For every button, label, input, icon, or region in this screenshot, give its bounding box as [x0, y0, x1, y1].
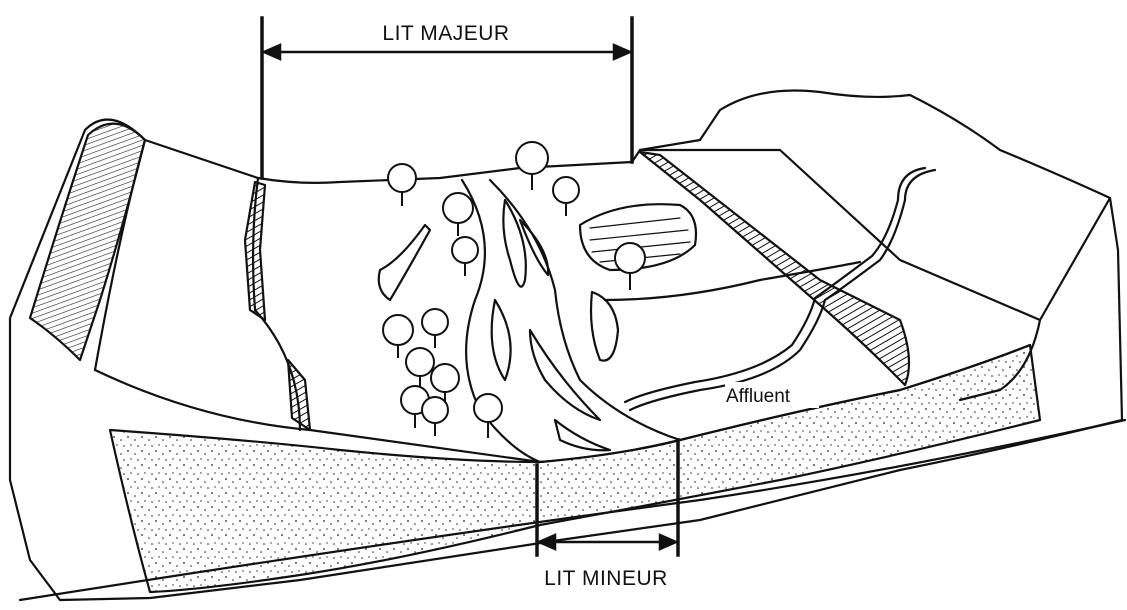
- arrowhead-right: [614, 45, 630, 59]
- affluent-label: Affluent: [726, 386, 791, 407]
- left-scarp-hatch: [245, 182, 265, 320]
- tree-icon: [388, 164, 416, 206]
- left-lower-scarp-hatch: [288, 360, 310, 430]
- main-channel-left-bank: [462, 180, 540, 462]
- channel-bar-1: [503, 200, 525, 287]
- arrowhead-left: [264, 45, 280, 59]
- arrowhead-left: [539, 535, 555, 549]
- tree-icon: [615, 243, 645, 290]
- lit-majeur-label: LIT MAJEUR: [382, 22, 509, 45]
- arrowhead-right: [660, 535, 676, 549]
- right-terrace-top: [640, 150, 1110, 320]
- left-hatched-wall: [30, 124, 145, 360]
- channel-bar-3: [492, 300, 511, 380]
- lit-mineur-label: LIT MINEUR: [544, 567, 668, 590]
- channel-bar-5: [555, 420, 610, 450]
- oxbow-left: [379, 225, 430, 300]
- tree-icon: [406, 348, 434, 390]
- tree-icon: [452, 237, 478, 276]
- tree-icon: [553, 177, 579, 216]
- tree-icon: [422, 397, 448, 436]
- tree-icon: [422, 309, 448, 348]
- tree-icon: [383, 315, 413, 358]
- tree-icon: [443, 193, 473, 236]
- tree-icon: [516, 142, 548, 190]
- oxbow-right: [591, 292, 618, 361]
- tributary-upper: [630, 170, 935, 410]
